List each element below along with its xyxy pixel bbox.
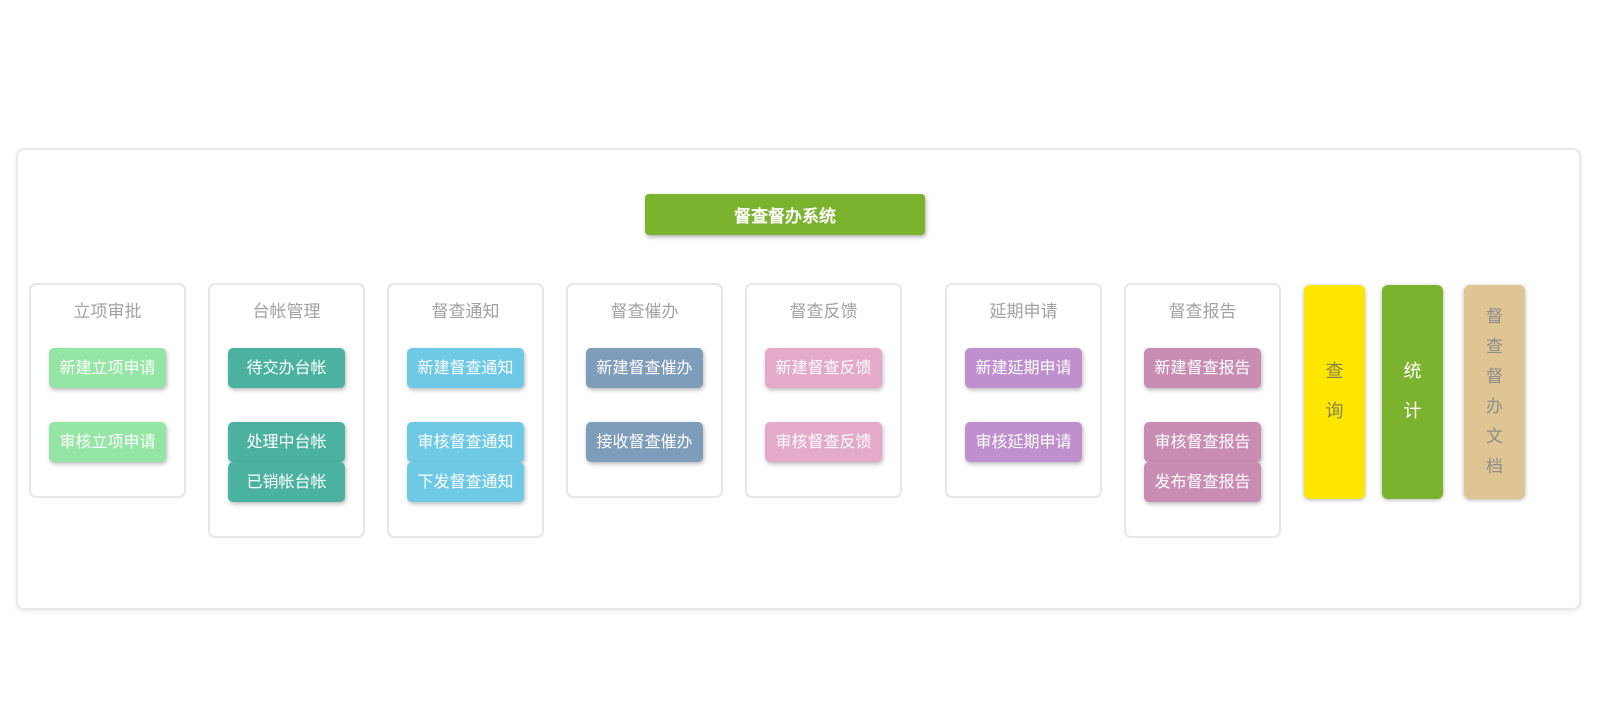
button-new-extension-request[interactable]: 新建延期申请	[965, 348, 1082, 388]
button-new-supervision-report[interactable]: 新建督查报告	[1144, 348, 1261, 388]
panel-supervision-feedback: 督查反馈 新建督查反馈 审核督查反馈	[745, 283, 902, 498]
button-new-supervision-feedback[interactable]: 新建督查反馈	[765, 348, 882, 388]
panel-title-supervision-report: 督查报告	[1168, 302, 1237, 322]
panel-title-project-approval: 立项审批	[73, 302, 142, 322]
panel-project-approval: 立项审批 新建立项申请 审核立项申请	[29, 283, 186, 498]
panel-extension-request: 延期申请 新建延期申请 审核延期申请	[945, 283, 1102, 498]
side-button-supervision-documents-label: 督查督办文档	[1486, 307, 1503, 477]
panel-title-extension-request: 延期申请	[989, 302, 1058, 322]
side-button-statistics-label: 统计	[1403, 361, 1422, 422]
button-publish-supervision-report[interactable]: 发布督查报告	[1144, 462, 1261, 502]
panel-title-supervision-feedback: 督查反馈	[789, 302, 858, 322]
button-review-project-request[interactable]: 审核立项申请	[49, 422, 166, 462]
panel-title-supervision-notice: 督查通知	[431, 302, 500, 322]
button-review-extension-request[interactable]: 审核延期申请	[965, 422, 1082, 462]
button-review-supervision-report[interactable]: 审核督查报告	[1144, 422, 1261, 462]
button-pending-ledger[interactable]: 待交办台帐	[228, 348, 345, 388]
button-processing-ledger[interactable]: 处理中台帐	[228, 422, 345, 462]
panel-supervision-notice: 督查通知 新建督查通知 审核督查通知 下发督查通知	[387, 283, 544, 538]
panel-supervision-report: 督查报告 新建督查报告 审核督查报告 发布督查报告	[1124, 283, 1281, 538]
button-new-supervision-notice[interactable]: 新建督查通知	[407, 348, 524, 388]
button-issue-supervision-notice[interactable]: 下发督查通知	[407, 462, 524, 502]
panel-ledger-management: 台帐管理 待交办台帐 处理中台帐 已销帐台帐	[208, 283, 365, 538]
side-button-query[interactable]: 查询	[1304, 285, 1365, 499]
button-new-supervision-urge[interactable]: 新建督查催办	[586, 348, 703, 388]
panel-supervision-urge: 督查催办 新建督查催办 接收督查催办	[566, 283, 723, 498]
button-review-supervision-notice[interactable]: 审核督查通知	[407, 422, 524, 462]
panel-title-supervision-urge: 督查催办	[610, 302, 679, 322]
button-new-project-request[interactable]: 新建立项申请	[49, 348, 166, 388]
button-review-supervision-feedback[interactable]: 审核督查反馈	[765, 422, 882, 462]
button-closed-ledger[interactable]: 已销帐台帐	[228, 462, 345, 502]
system-title-button[interactable]: 督查督办系统	[645, 194, 925, 235]
panel-title-ledger-management: 台帐管理	[252, 302, 321, 322]
side-button-supervision-documents[interactable]: 督查督办文档	[1464, 285, 1525, 499]
side-button-query-label: 查询	[1325, 361, 1344, 422]
side-button-statistics[interactable]: 统计	[1382, 285, 1443, 499]
button-receive-supervision-urge[interactable]: 接收督查催办	[586, 422, 703, 462]
main-container: 督查督办系统 立项审批 新建立项申请 审核立项申请 台帐管理 待交办台帐 处理中…	[16, 148, 1581, 610]
